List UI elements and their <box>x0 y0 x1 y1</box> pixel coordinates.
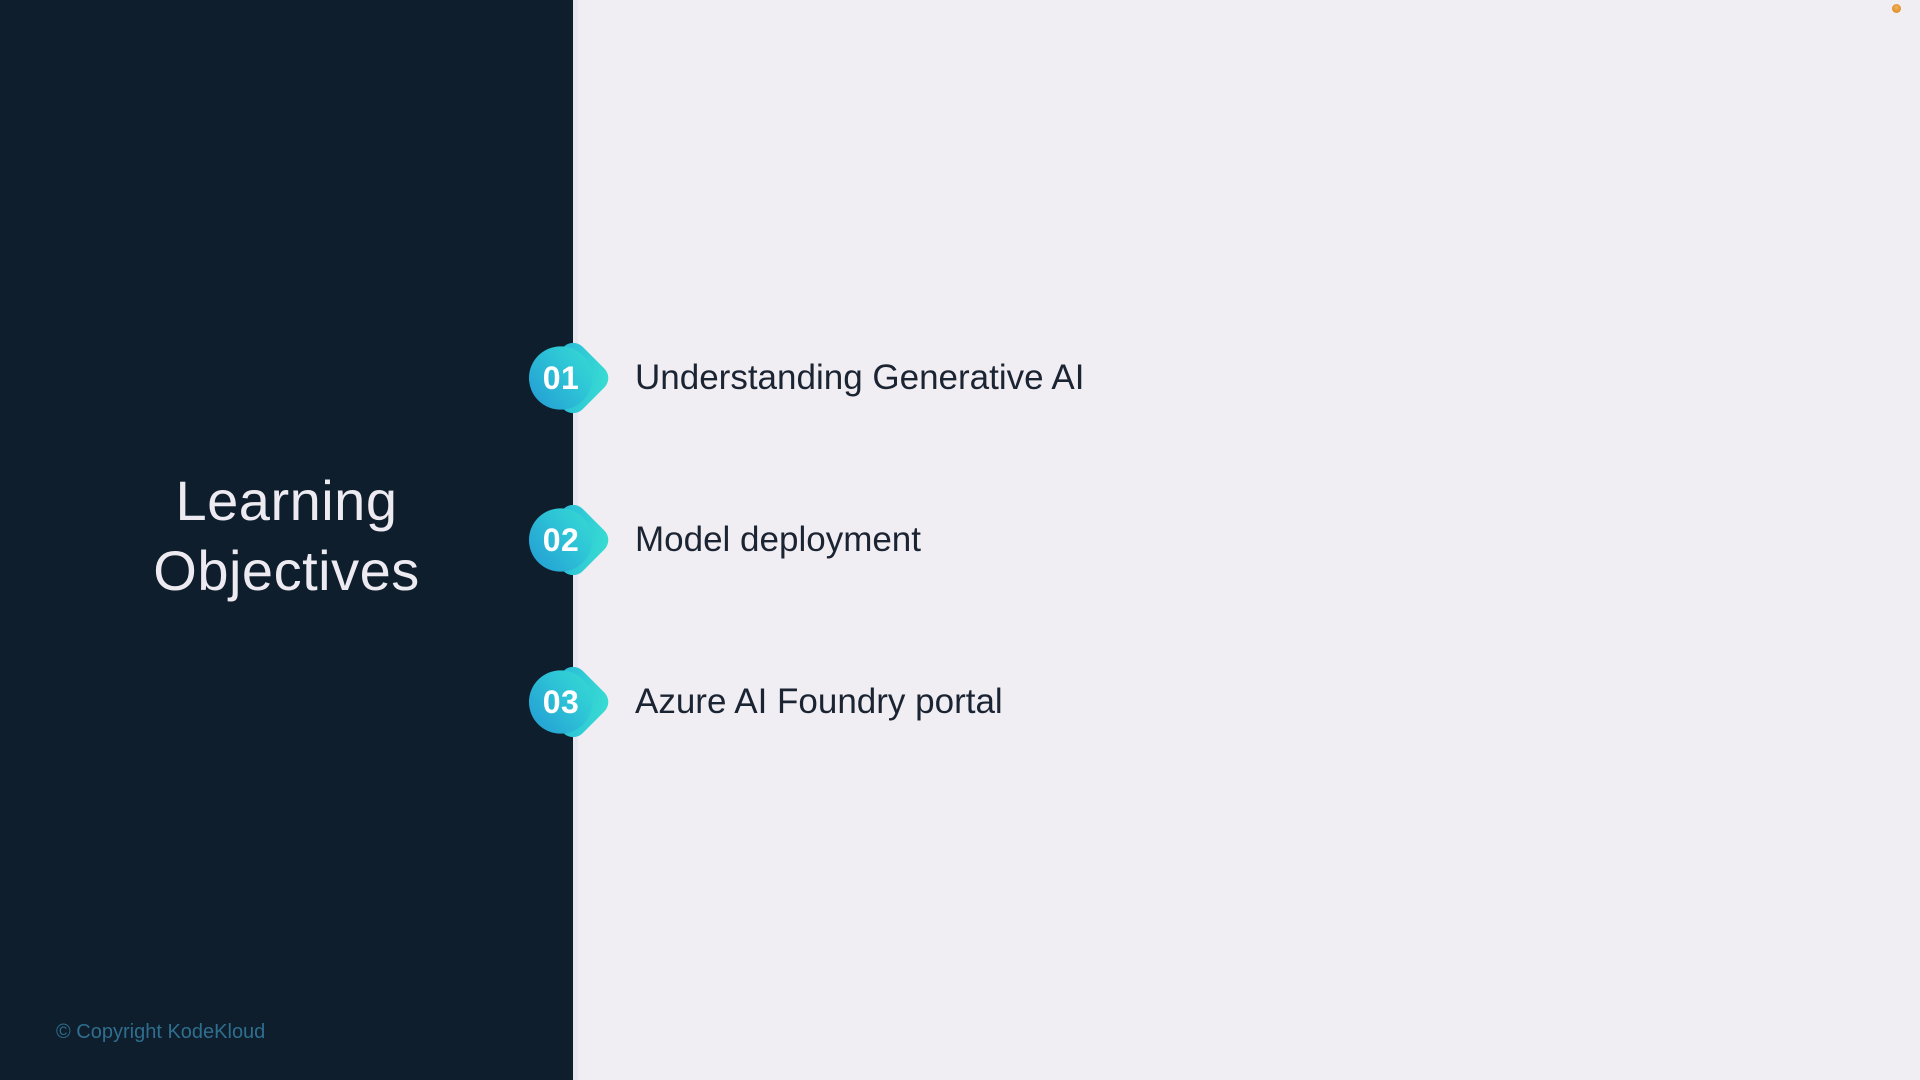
objective-row-1: 01 Understanding Generative AI <box>528 324 1084 432</box>
arrow-pin-icon <box>528 504 609 576</box>
objective-row-2: 02 Model deployment <box>528 486 921 594</box>
page-title-line-2: Objectives <box>153 539 420 602</box>
objective-badge-1: 01 <box>528 324 624 432</box>
recording-dot-icon <box>1892 4 1901 13</box>
arrow-pin-icon <box>528 666 609 738</box>
objective-number: 01 <box>542 359 580 396</box>
copyright-text: © Copyright KodeKloud <box>56 1021 266 1043</box>
left-panel <box>0 0 573 1080</box>
objective-badge-2: 02 <box>528 486 624 594</box>
page-title: Learning Objectives <box>0 466 573 606</box>
objective-label: Azure AI Foundry portal <box>635 682 1003 721</box>
arrow-pin-icon <box>528 342 609 414</box>
objective-number: 03 <box>542 683 580 720</box>
objective-badge-3: 03 <box>528 648 624 756</box>
objective-label: Model deployment <box>635 520 921 559</box>
page-title-line-1: Learning <box>175 469 398 532</box>
objective-row-3: 03 Azure AI Foundry portal <box>528 648 1003 756</box>
objective-number: 02 <box>542 521 580 558</box>
objective-label: Understanding Generative AI <box>635 358 1085 397</box>
